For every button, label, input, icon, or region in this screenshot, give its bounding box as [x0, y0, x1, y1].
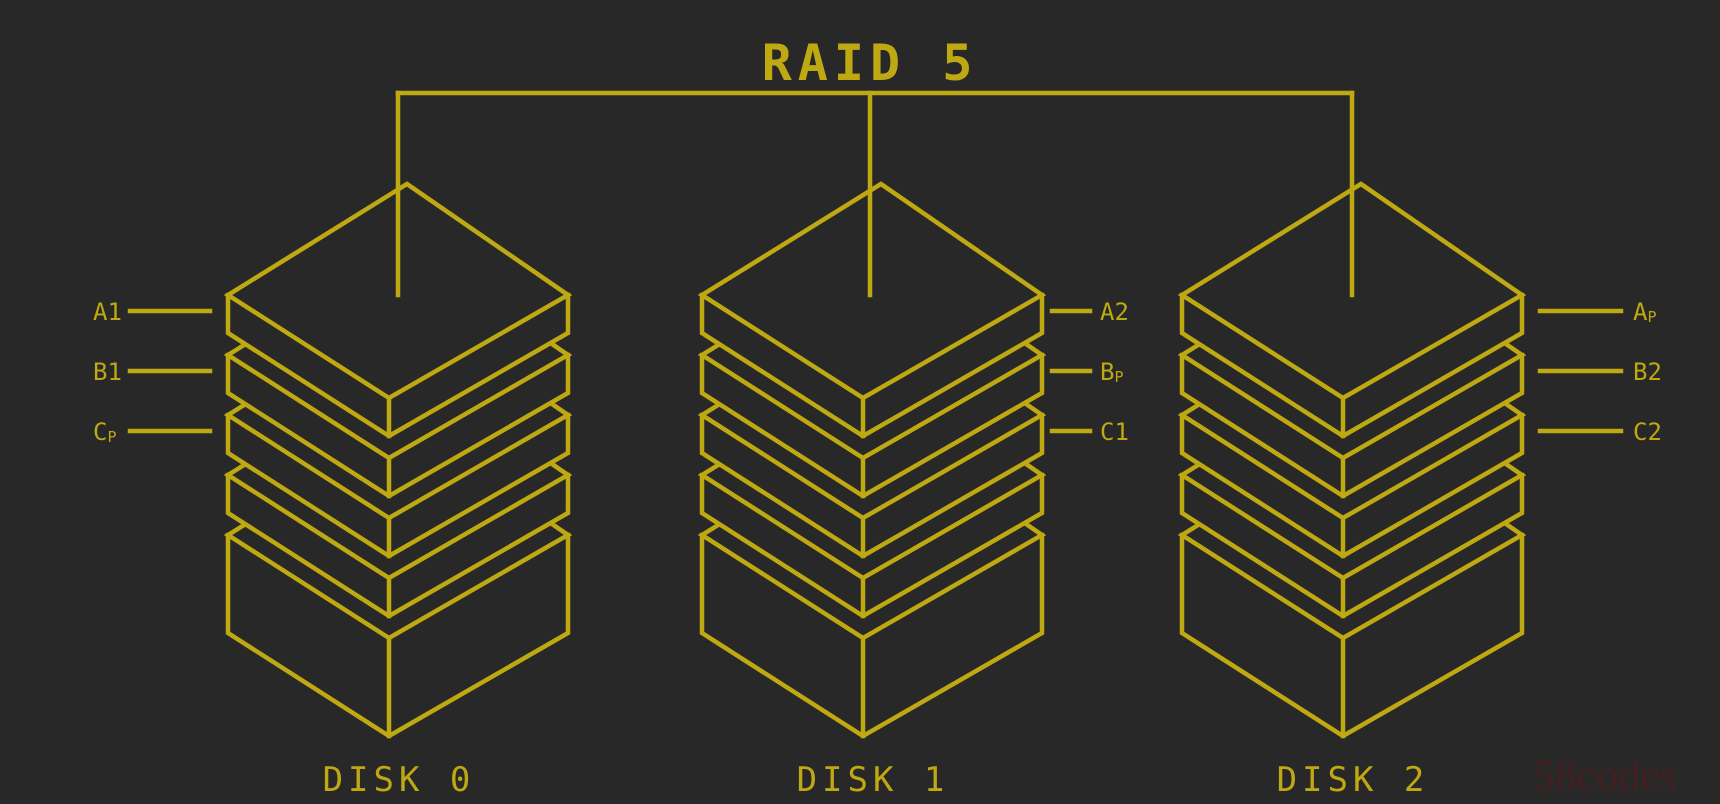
parity-marker: P — [1114, 368, 1123, 386]
diagram-title: RAID 5 — [762, 34, 979, 92]
block-label: C1 — [1100, 418, 1129, 446]
block-label: CP — [93, 418, 116, 446]
block-label: A1 — [93, 298, 122, 326]
disk-1 — [697, 181, 1047, 739]
block-stripe-letter: A — [1633, 298, 1648, 326]
connector-tree — [395, 90, 1355, 298]
block-stripe-letter: C — [1100, 418, 1114, 446]
disk-label: DISK 1 — [797, 760, 950, 800]
block-stripe-letter: C — [93, 418, 107, 446]
block-label: B2 — [1633, 358, 1662, 386]
block-stripe-number: 1 — [1114, 418, 1128, 446]
disk-label: DISK 2 — [1277, 760, 1430, 800]
block-stripe-letter: A — [1100, 298, 1115, 326]
block-stripe-number: 2 — [1114, 298, 1128, 326]
block-stripe-letter: A — [93, 298, 108, 326]
disk-slab — [1177, 181, 1527, 439]
block-label: AP — [1633, 298, 1656, 326]
parity-marker: P — [1647, 308, 1656, 326]
parity-marker: P — [107, 428, 116, 446]
block-label: A2 — [1100, 298, 1129, 326]
block-stripe-letter: C — [1633, 418, 1647, 446]
disk-label: DISK 0 — [323, 760, 476, 800]
block-stripe-number: 1 — [107, 358, 121, 386]
block-stripe-number: 2 — [1647, 358, 1661, 386]
block-stripe-number: 1 — [107, 298, 121, 326]
disk-0 — [223, 181, 573, 739]
disk-slab — [223, 181, 573, 439]
block-stripe-letter: B — [93, 358, 107, 386]
block-label: BP — [1100, 358, 1123, 386]
disk-group — [223, 181, 1527, 739]
block-label: C2 — [1633, 418, 1662, 446]
disk-2 — [1177, 181, 1527, 739]
block-stripe-number: 2 — [1647, 418, 1661, 446]
block-label: B1 — [93, 358, 122, 386]
block-stripe-letter: B — [1100, 358, 1114, 386]
block-stripe-letter: B — [1633, 358, 1647, 386]
disk-slab — [697, 181, 1047, 439]
watermark: 58codes — [1533, 751, 1677, 800]
